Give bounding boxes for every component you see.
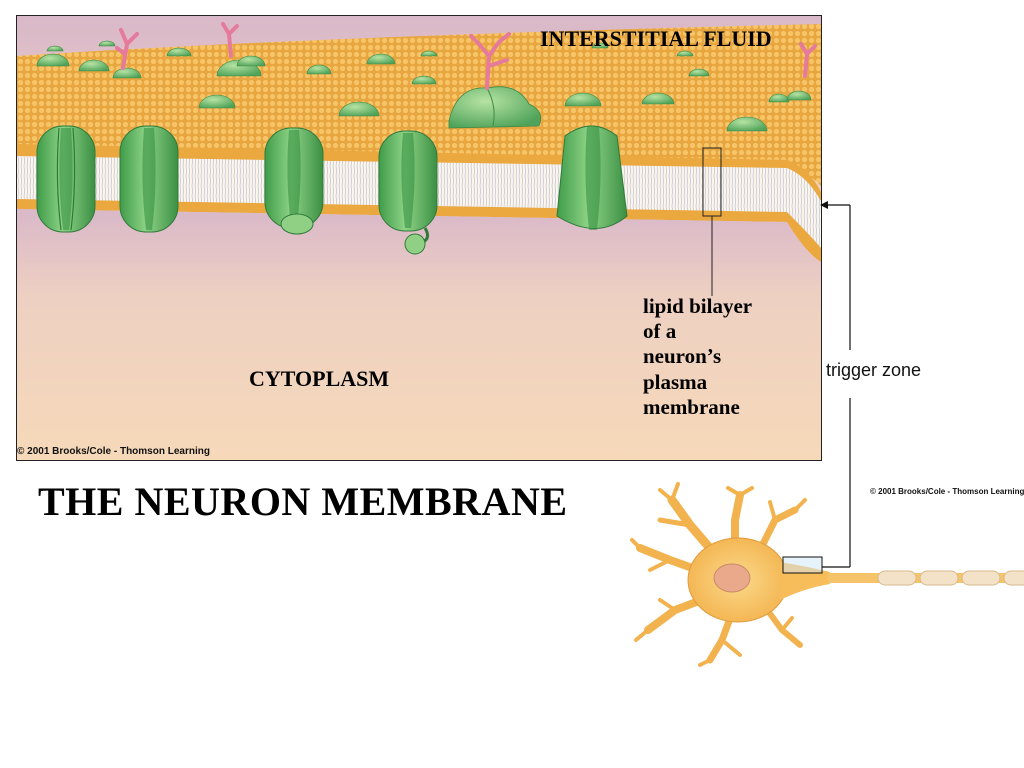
membrane-outer-surface: [17, 24, 821, 186]
channel-protein: [378, 130, 438, 255]
trigger-zone-label: trigger zone: [826, 360, 922, 380]
surface-proteins: [36, 40, 812, 132]
bilayer-label-line: of a: [643, 319, 677, 344]
myelin-sheath: [877, 570, 1024, 586]
channel-proteins: [36, 125, 628, 255]
channel-protein: [264, 127, 324, 235]
channel-protein: [556, 125, 628, 230]
panel-copyright: © 2001 Brooks/Cole - Thomson Learning: [17, 446, 210, 457]
lipid-bilayer-label: lipid bilayer of a neuron’s plasma membr…: [643, 294, 813, 420]
bilayer-label-line: neuron’s: [643, 344, 722, 369]
nucleus: [713, 563, 751, 593]
slide-title: THE NEURON MEMBRANE: [38, 479, 568, 524]
channel-protein: [36, 125, 96, 233]
glycoprotein-complex: [448, 86, 542, 129]
interstitial-fluid-label: INTERSTITIAL FLUID: [540, 26, 772, 51]
bilayer-label-line: lipid bilayer: [643, 294, 753, 318]
channel-protein: [119, 125, 179, 233]
arrowhead: [820, 201, 828, 209]
neuron-copyright: © 2001 Brooks/Cole - Thomson Learning: [870, 487, 1024, 496]
bilayer-label-line: membrane: [643, 394, 740, 419]
bilayer-label-line: plasma: [643, 369, 708, 394]
trigger-zone-connector: [822, 204, 851, 568]
membrane-illustration: [17, 16, 821, 460]
glycoprotein-stalks: [115, 22, 817, 90]
cytoplasm-label: CYTOPLASM: [249, 366, 390, 391]
membrane-panel: INTERSTITIAL FLUID CYTOPLASM lipid bilay…: [16, 15, 822, 461]
trigger-zone-box: [782, 556, 823, 574]
